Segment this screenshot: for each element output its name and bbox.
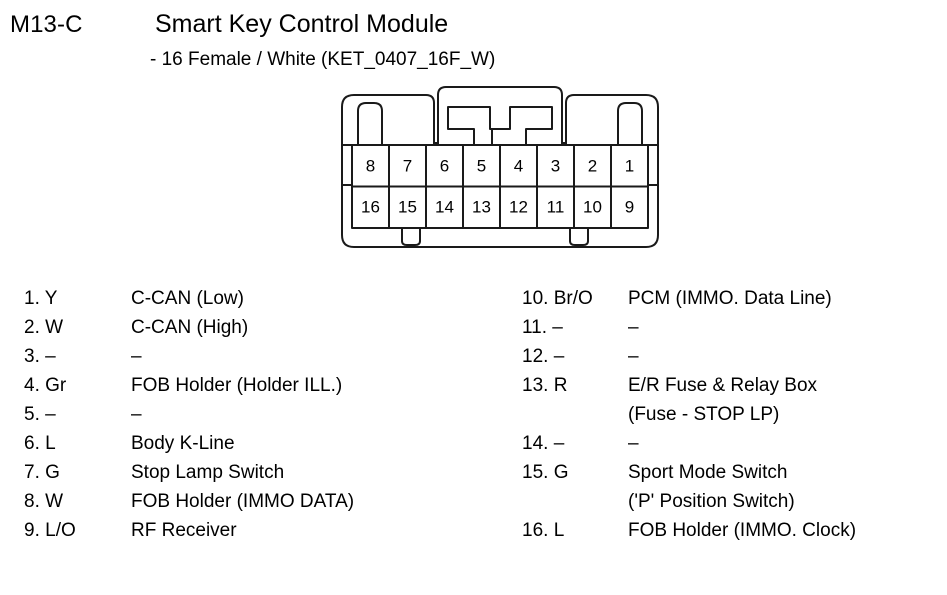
module-code: M13-C (10, 11, 83, 38)
pin-description: Sport Mode Switch (628, 462, 788, 483)
shell-wing-right (565, 94, 659, 146)
pin-description: – (131, 346, 142, 367)
pin-cell-14: 14 (435, 197, 454, 216)
pin-label: 6. L (24, 433, 56, 454)
pin-description: Stop Lamp Switch (131, 462, 285, 483)
shell-wing-left (341, 94, 435, 146)
pin-cell-15: 15 (398, 197, 417, 216)
pin-cell-4: 4 (514, 156, 523, 175)
pin-cell-9: 9 (625, 197, 634, 216)
pin-cell-11: 11 (547, 197, 565, 216)
shell-center-block (437, 86, 563, 146)
pin-description: FOB Holder (Holder ILL.) (131, 375, 343, 396)
pin-label: 12. – (522, 346, 565, 367)
pin-description: Body K-Line (131, 433, 235, 454)
pin-grid-column-dividers (388, 144, 612, 229)
latch-slot-right (617, 102, 643, 148)
bottom-tab-left (401, 227, 421, 246)
page-title: Smart Key Control Module (155, 10, 449, 38)
pin-label: 7. G (24, 462, 60, 483)
pin-description: (Fuse - STOP LP) (628, 404, 780, 425)
pin-label: 2. W (24, 317, 64, 338)
pin-cell-1: 1 (625, 156, 634, 175)
pin-row-bottom: 16 15 14 13 12 11 10 9 (361, 197, 634, 216)
pin-label: 1. Y (24, 288, 58, 309)
pin-description: FOB Holder (IMMO DATA) (131, 491, 355, 512)
pin-label: 5. – (24, 404, 56, 425)
pin-description: C-CAN (High) (131, 317, 249, 338)
pin-label: 16. L (522, 520, 565, 541)
pin-description: – (628, 433, 639, 454)
pin-description: PCM (IMMO. Data Line) (628, 288, 832, 309)
pin-label: 11. – (522, 317, 563, 338)
pin-label: 4. Gr (24, 375, 67, 396)
pin-description: E/R Fuse & Relay Box (628, 375, 818, 396)
pin-description: FOB Holder (IMMO. Clock) (628, 520, 857, 541)
pin-row-top: 8 7 6 5 4 3 2 1 (366, 156, 634, 175)
pin-cell-10: 10 (583, 197, 602, 216)
latch-slot-left (357, 102, 383, 148)
pin-cell-12: 12 (509, 197, 528, 216)
pin-description: RF Receiver (131, 520, 237, 541)
connector-diagram: 8 7 6 5 4 3 2 1 16 15 14 13 12 11 10 9 (330, 85, 670, 260)
pin-cell-5: 5 (477, 156, 486, 175)
pin-description: ('P' Position Switch) (628, 491, 795, 512)
pin-cell-3: 3 (551, 156, 560, 175)
pin-label: 15. G (522, 462, 569, 483)
pin-description: – (628, 346, 639, 367)
pin-description: – (628, 317, 639, 338)
pin-label: 10. Br/O (522, 288, 593, 309)
pin-label: 3. – (24, 346, 56, 367)
bottom-tab-right (569, 227, 589, 246)
pin-cell-2: 2 (588, 156, 597, 175)
pin-cell-16: 16 (361, 197, 380, 216)
pin-description: – (131, 404, 142, 425)
pin-cell-6: 6 (440, 156, 449, 175)
pin-cell-13: 13 (472, 197, 491, 216)
pin-label: 14. – (522, 433, 565, 454)
pin-label: 8. W (24, 491, 64, 512)
connector-subtitle: - 16 Female / White (KET_0407_16F_W) (150, 49, 496, 70)
pin-cell-8: 8 (366, 156, 375, 175)
pin-cell-7: 7 (403, 156, 412, 175)
pin-label: 9. L/O (24, 520, 76, 541)
pin-label: 13. R (522, 375, 568, 396)
pin-description: C-CAN (Low) (131, 288, 244, 309)
